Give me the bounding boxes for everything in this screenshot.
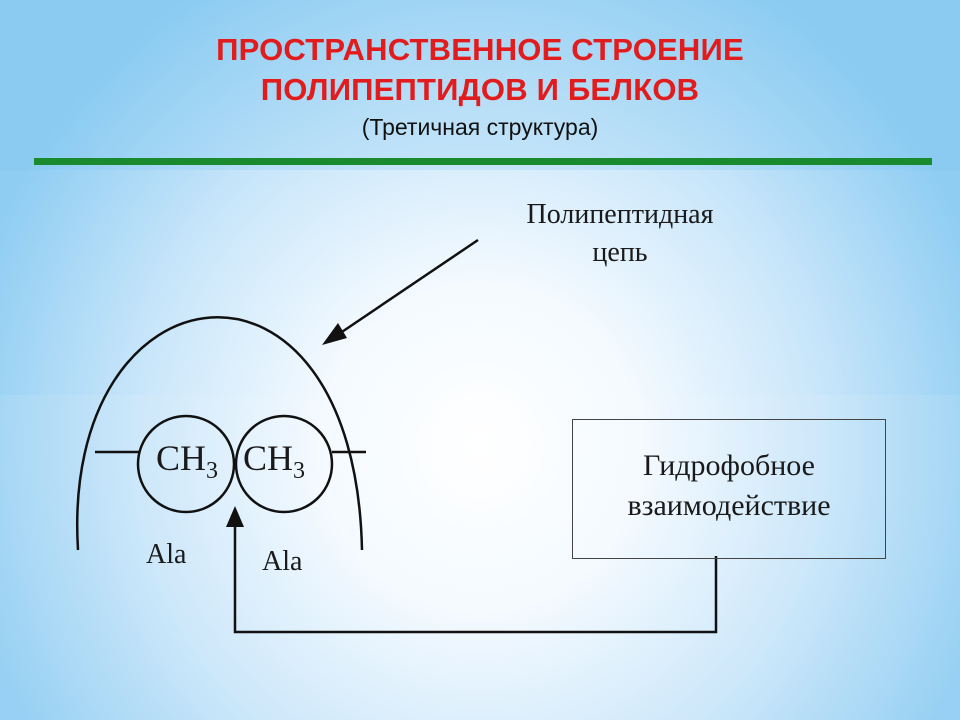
interaction-connector (233, 522, 718, 634)
chain-label-line-1: Полипептидная (526, 199, 714, 230)
methyl-label-right: CH3 (243, 438, 305, 484)
methyl-circle-right (234, 414, 334, 514)
polypeptide-chain-arch (75, 316, 364, 551)
slide-title-line-1: ПРОСТРАНСТВЕННОЕ СТРОЕНИЕ (216, 32, 744, 67)
slide-subtitle: (Третичная структура) (361, 114, 599, 140)
chain-label: Полипептидная цепь (470, 196, 770, 272)
title-divider (34, 158, 932, 165)
slide-title-line-2: ПОЛИПЕПТИДОВ И БЕЛКОВ (260, 72, 700, 107)
residue-label-right: Ala (262, 546, 303, 577)
methyl-label-left: CH3 (156, 438, 218, 484)
title-block: ПРОСТРАНСТВЕННОЕ СТРОЕНИЕ ПОЛИПЕПТИДОВ И… (0, 30, 960, 142)
interaction-arrowhead (226, 506, 244, 527)
chain-pointer-arrowhead (322, 323, 347, 345)
methyl-circle-left (136, 414, 236, 514)
chain-label-line-2: цепь (592, 237, 648, 268)
interaction-label-line-1: Гидрофобное (643, 449, 815, 482)
interaction-label-line-2: взаимодействие (627, 489, 831, 522)
chain-pointer-line (329, 238, 479, 342)
hydrophobic-interaction-box: Гидрофобное взаимодействие (572, 419, 886, 559)
residue-label-left: Ala (146, 539, 187, 570)
